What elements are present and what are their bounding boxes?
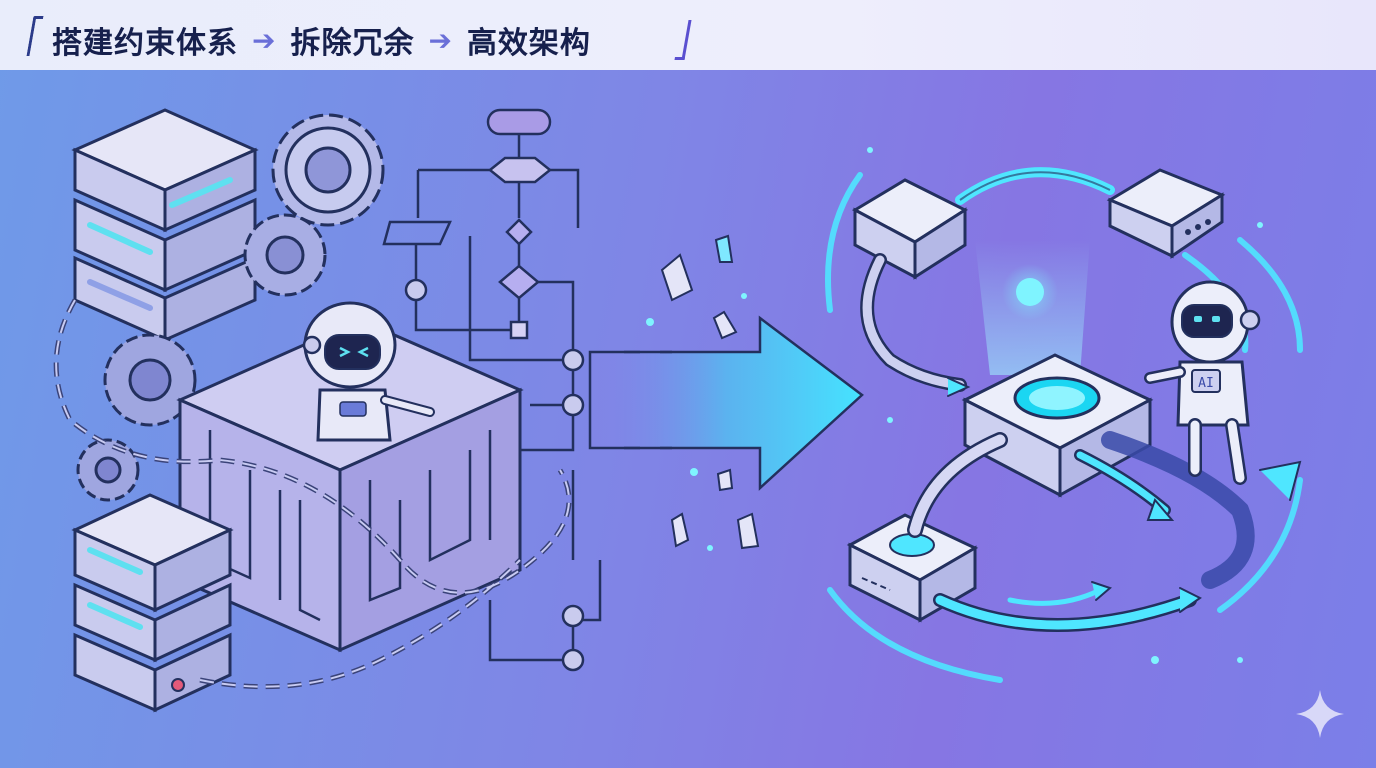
robot-icon: AI <box>1144 280 1261 485</box>
title-frame: 搭建约束体系 ➔ 拆除冗余 ➔ 高效架构 <box>22 12 694 62</box>
gear-icon <box>243 213 327 297</box>
title-bracket-right <box>674 20 692 60</box>
particles <box>867 147 1263 664</box>
sparkle-icon <box>1296 690 1344 738</box>
flowchart <box>382 108 602 672</box>
step-3-label: 高效架构 <box>466 26 591 61</box>
gear-icon <box>103 333 197 427</box>
step-2-label: 拆除冗余 <box>290 26 415 61</box>
robot-icon <box>302 301 435 442</box>
illustration: AI <box>53 108 1303 713</box>
module-bottom-left <box>846 513 979 623</box>
central-hub <box>961 353 1154 498</box>
header-banner: 搭建约束体系 ➔ 拆除冗余 ➔ 高效架构 <box>0 0 1376 70</box>
particles <box>646 293 747 551</box>
server-stack-top <box>71 108 259 343</box>
title-bracket-left <box>26 16 44 56</box>
gear-icon <box>271 113 385 227</box>
title: 搭建约束体系 ➔ 拆除冗余 ➔ 高效架构 <box>52 18 591 62</box>
arrow-right-icon: ➔ <box>252 23 277 57</box>
module-top-right <box>1106 168 1226 259</box>
server-stack-bottom <box>71 493 234 713</box>
arrow-right-icon: ➔ <box>428 23 453 57</box>
server-icon <box>73 255 257 343</box>
module-top-left <box>851 178 969 280</box>
debris <box>660 234 760 550</box>
server-icon <box>71 108 259 233</box>
arrow-right-icon <box>588 315 864 491</box>
step-1-label: 搭建约束体系 <box>52 26 238 61</box>
robot-badge-label: AI <box>1198 376 1214 391</box>
gear-icon <box>76 438 140 502</box>
chain <box>55 299 570 688</box>
flow-arrows <box>860 253 1302 632</box>
